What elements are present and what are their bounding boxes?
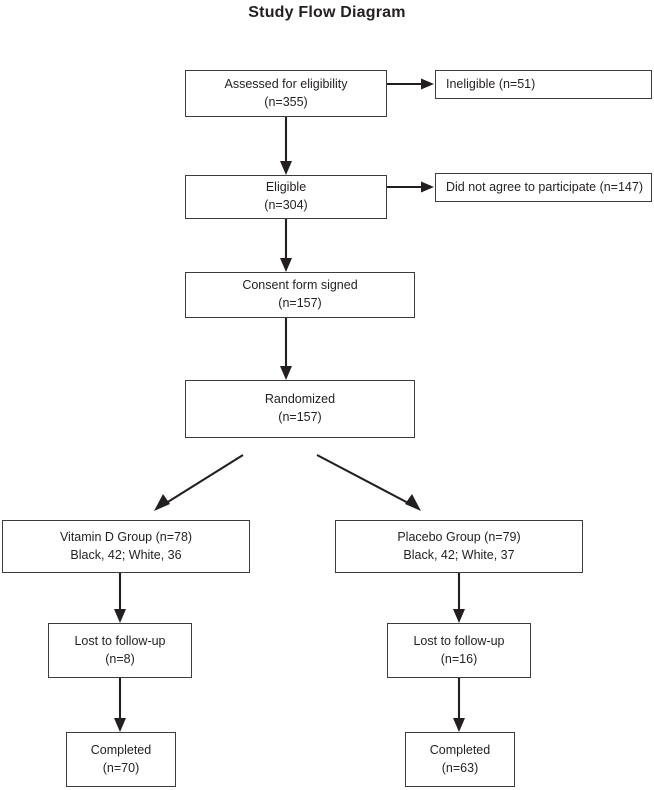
node-declined-line1: Did not agree to participate (n=147): [446, 179, 643, 194]
arrow-lost-to-completed-left: [114, 678, 126, 732]
arrow-randomized-to-placebo-group: [316, 454, 421, 511]
node-randomized: Randomized (n=157): [185, 380, 415, 438]
node-randomized-line1: Randomized: [264, 392, 336, 407]
arrow-eligible-to-consent: [280, 219, 292, 272]
arrow-lost-to-completed-right: [453, 678, 465, 732]
node-completed-left-line1: Completed: [90, 742, 152, 757]
node-vitamin-d-group: Vitamin D Group (n=78) Black, 42; White,…: [2, 520, 250, 573]
page-title: Study Flow Diagram: [248, 4, 406, 21]
arrow-eligible-to-declined: [387, 181, 434, 193]
arrow-assessed-to-eligible: [280, 117, 292, 175]
node-eligible-line1: Eligible: [265, 180, 307, 195]
arrow-randomized-to-vitamin-d-group: [154, 454, 244, 511]
node-lost-right-line1: Lost to follow-up: [413, 633, 505, 648]
node-lost-right-line2: (n=16): [440, 651, 478, 666]
node-assessed-line1: Assessed for eligibility: [224, 76, 348, 91]
node-placebo-line2: Black, 42; White, 37: [403, 547, 515, 562]
node-lost-left-line1: Lost to follow-up: [74, 633, 166, 648]
node-completed-left-line2: (n=70): [102, 760, 140, 775]
node-completed-right-line2: (n=63): [441, 760, 479, 775]
node-completed-placebo: Completed (n=63): [405, 732, 515, 787]
node-randomized-line2: (n=157): [278, 410, 322, 424]
node-vitamin-d-line1: Vitamin D Group (n=78): [59, 529, 193, 544]
node-assessed-for-eligibility: Assessed for eligibility (n=355): [185, 70, 387, 117]
node-placebo-line1: Placebo Group (n=79): [397, 529, 521, 544]
node-ineligible-line1: Ineligible (n=51): [446, 76, 536, 91]
node-consent-line2: (n=157): [278, 296, 322, 310]
node-completed-right-line1: Completed: [429, 742, 491, 757]
node-ineligible: Ineligible (n=51): [435, 70, 652, 99]
node-did-not-agree-to-participate: Did not agree to participate (n=147): [435, 173, 652, 202]
node-lost-left-line2: (n=8): [105, 651, 135, 666]
node-vitamin-d-line2: Black, 42; White, 36: [70, 547, 182, 562]
node-eligible: Eligible (n=304): [185, 175, 387, 219]
node-lost-to-followup-vitamin-d: Lost to follow-up (n=8): [48, 623, 192, 678]
arrow-assessed-to-ineligible: [387, 78, 434, 90]
node-assessed-line2: (n=355): [264, 94, 308, 109]
node-consent-form-signed: Consent form signed (n=157): [185, 272, 415, 318]
arrow-consent-to-randomized: [280, 318, 292, 380]
node-consent-line1: Consent form signed: [242, 278, 358, 293]
node-completed-vitamin-d: Completed (n=70): [66, 732, 176, 787]
node-eligible-line2: (n=304): [264, 198, 308, 212]
arrow-placebo-to-lost-followup: [453, 573, 465, 623]
node-lost-to-followup-placebo: Lost to follow-up (n=16): [387, 623, 531, 678]
node-placebo-group: Placebo Group (n=79) Black, 42; White, 3…: [335, 520, 583, 573]
arrow-vitamin-d-to-lost-followup: [114, 573, 126, 623]
